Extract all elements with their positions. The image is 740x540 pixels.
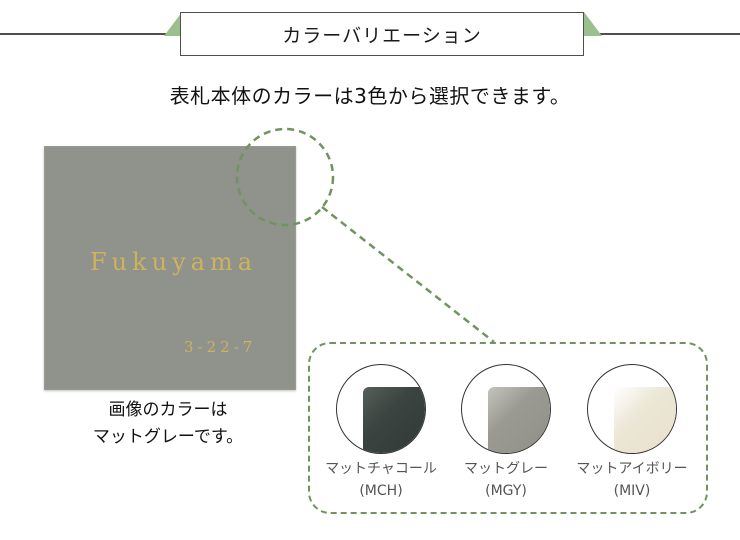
header-rule-left [0,33,168,35]
swatch-charcoal-label: マットチャコール (MCH) [321,458,441,502]
swatch-ivory [587,364,677,454]
swatch-ivory-code: (MIV) [613,483,651,499]
subtitle: 表札本体のカラーは3色から選択できます。 [169,84,571,108]
nameplate-name: Fukuyama [90,248,258,276]
header-rule-right [598,33,740,35]
swatch-gray-code: (MGY) [485,483,527,499]
color-swatch-panel [308,342,708,514]
nameplate-number: 3-22-7 [184,338,257,356]
swatch-gray-label: マットグレー (MGY) [446,458,566,502]
caption-line-1: 画像のカラーは [108,400,228,420]
swatch-charcoal-code: (MCH) [359,483,403,499]
header-accent-left [164,12,182,36]
section-title: カラーバリエーション [180,12,584,56]
swatch-ivory-chip [614,387,676,453]
nameplate-image: Fukuyama 3-22-7 [44,146,296,390]
swatch-ivory-label: マットアイボリー (MIV) [572,458,692,502]
header-accent-right [584,12,602,36]
zoom-circle [235,127,335,227]
image-caption: 画像のカラーは マットグレーです。 [68,397,268,451]
caption-line-2: マットグレーです。 [92,427,244,447]
swatch-charcoal-name: マットチャコール [325,461,437,477]
swatch-ivory-name: マットアイボリー [576,461,688,477]
zoom-connector [321,206,495,343]
swatch-gray [461,364,551,454]
swatch-gray-chip [488,387,550,453]
swatch-charcoal-chip [363,387,425,453]
swatch-charcoal [336,364,426,454]
swatch-gray-name: マットグレー [464,461,548,477]
